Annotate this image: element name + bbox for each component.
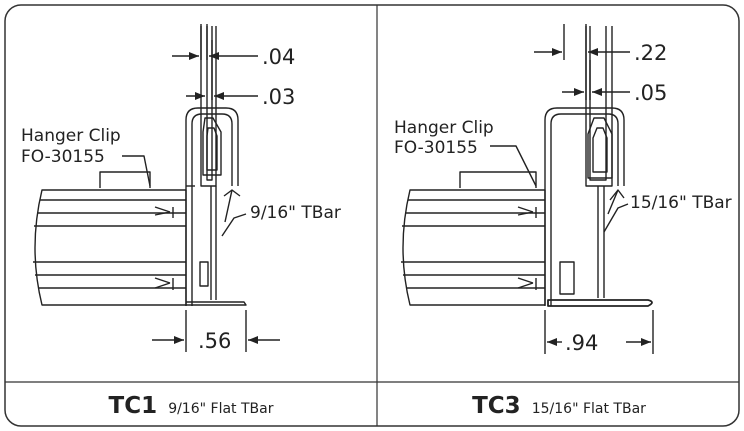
dim-tc1-top-value: .04	[262, 45, 295, 69]
svg-text:TC1 9/16" Flat TBar: TC1 9/16" Flat TBar	[109, 393, 274, 419]
tbar-leader	[603, 203, 629, 233]
caption-code: TC1	[109, 393, 158, 419]
caption-tc3: TC3 15/16" Flat TBar	[472, 393, 646, 419]
dim-tc3-top	[534, 24, 630, 100]
caption-desc: 15/16" Flat TBar	[532, 401, 646, 417]
dim-tc1-mid-value: .03	[262, 85, 295, 109]
clip-label-line-2: FO-30155	[394, 138, 478, 158]
tbar-leader	[221, 213, 247, 237]
clip-leader	[490, 145, 537, 187]
panel-tc1	[33, 24, 280, 352]
clip-leader	[122, 155, 151, 187]
caption-desc: 9/16" Flat TBar	[168, 401, 274, 417]
dim-tc3-bottom-value: .94	[565, 331, 598, 355]
dim-tc3-bottom	[544, 310, 654, 354]
sheet-border	[4, 4, 740, 427]
ceiling-tile	[401, 189, 546, 306]
panel-tc3	[401, 24, 654, 354]
dim-tc3-top-value: .22	[634, 41, 667, 65]
clip-label-line-2: FO-30155	[21, 147, 105, 167]
panel-tc3-labels: .22 .05 Hanger Clip FO-30155 15/16" TBar…	[394, 41, 732, 355]
caption-code: TC3	[472, 393, 521, 419]
clip-label-line-1: Hanger Clip	[394, 118, 494, 138]
tbar	[186, 26, 247, 306]
dim-tc3-mid-value: .05	[634, 81, 667, 105]
dim-tc1-bottom-value: .56	[198, 329, 231, 353]
dim-tc1-top	[172, 24, 258, 100]
tbar	[547, 26, 653, 307]
hanger-clip	[459, 107, 625, 306]
dim-tc1-bottom	[152, 310, 280, 352]
tbar-label: 15/16" TBar	[630, 193, 732, 213]
svg-text:TC3 15/16" Flat TBar: TC3 15/16" Flat TBar	[472, 393, 646, 419]
caption-tc1: TC1 9/16" Flat TBar	[109, 393, 274, 419]
clip-label-line-1: Hanger Clip	[21, 126, 121, 146]
panel-tc1-labels: .04 .03 Hanger Clip FO-30155 9/16" TBar …	[21, 45, 341, 353]
ceiling-tile	[33, 189, 187, 306]
tbar-label: 9/16" TBar	[250, 203, 341, 223]
